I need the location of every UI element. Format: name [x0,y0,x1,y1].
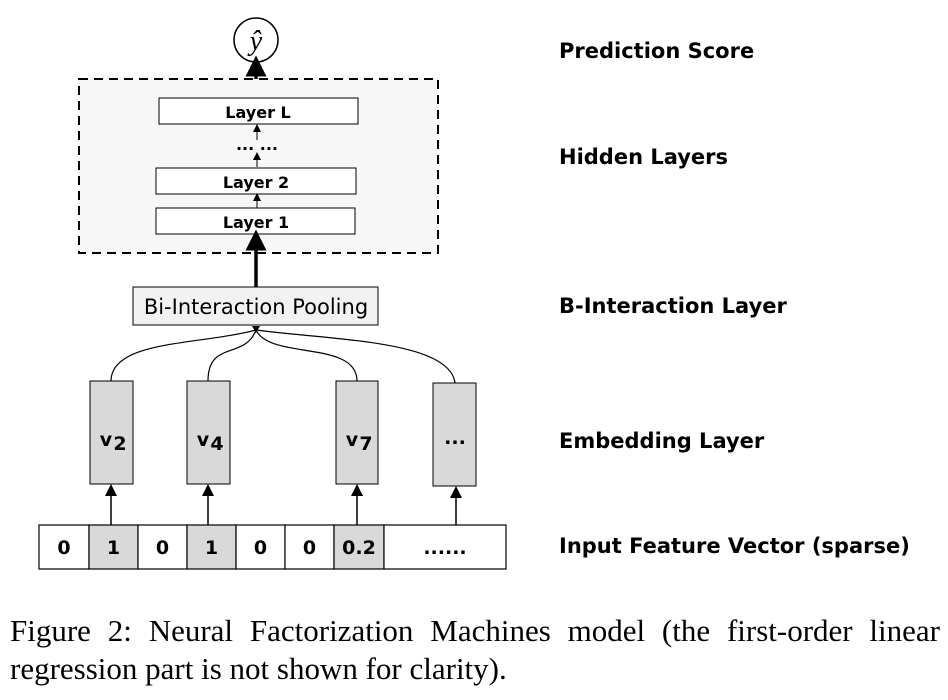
input-cell-value: ...... [423,537,466,559]
input-cell-box [38,524,90,570]
input-cell-box [137,524,188,570]
input-cell-value: 0 [156,537,169,559]
figure-caption: Figure 2: Neural Factorization Machines … [10,613,940,686]
input-cell: 1 [186,524,237,570]
input-cell: 0 [235,524,286,570]
input-cell-box [88,524,139,570]
embedding-v7-sub: 7 [359,433,372,455]
hidden-layer-1: Layer 1 [155,207,356,235]
hidden-layer-1-label: Layer 1 [223,213,289,232]
label-input-feature-vector: Input Feature Vector (sparse) [559,534,910,558]
input-cell-box [186,524,237,570]
interaction-curves [110,329,456,384]
hidden-layer-2: Layer 2 [155,167,357,195]
label-embedding-layer: Embedding Layer [559,429,765,453]
hidden-layer-l-label: Layer L [225,103,290,122]
bi-interaction-pooling-box: Bi-Interaction Pooling [132,286,379,326]
embedding-v2: v 2 [89,380,134,485]
embedding-ellipsis: ... [432,382,477,487]
nfm-diagram: ŷ Layer L ... ... Layer 2 Layer 1 Bi-Int… [38,17,910,570]
input-to-embedding-arrows [105,484,462,525]
input-cell-value: 1 [205,537,218,559]
curve-v2 [110,329,257,382]
input-cell-box [284,524,335,570]
embedding-v4-sub: 4 [210,433,223,455]
label-prediction-score: Prediction Score [559,39,754,63]
input-cell: ...... [383,524,507,570]
curve-junction-icon [252,326,260,333]
embedding-v7: v 7 [335,380,379,485]
hidden-layer-l: Layer L [158,97,359,125]
input-cell-value: 0 [57,537,70,559]
input-cell-box [383,524,507,570]
input-cell: 0 [38,524,90,570]
curve-ellipsis [255,329,456,384]
input-cell-box [333,524,385,570]
bi-interaction-pooling-label: Bi-Interaction Pooling [144,295,368,319]
embedding-v7-base: v [346,429,359,451]
curve-v4 [207,329,257,382]
input-cell-value: 1 [107,537,120,559]
input-cell: 0.2 [333,524,385,570]
input-feature-vector: 0 1 0 1 0 0 0.2...... [38,524,507,570]
prediction-node: ŷ [233,17,279,63]
hidden-layer-2-label: Layer 2 [223,173,289,192]
input-cell: 1 [88,524,139,570]
input-cell-box [235,524,286,570]
input-cell: 0 [284,524,335,570]
input-cell-value: 0.2 [342,537,376,559]
input-cell-value: 0 [254,537,267,559]
input-cell: 0 [137,524,188,570]
curve-v7 [255,329,358,382]
prediction-symbol: ŷ [247,26,263,57]
embedding-ellipsis-label: ... [444,427,466,449]
hidden-layer-ellipsis: ... ... [236,135,278,154]
embedding-v4-base: v [197,429,210,451]
embedding-v4: v 4 [186,380,231,485]
input-cell-value: 0 [303,537,316,559]
embedding-v2-base: v [100,429,113,451]
label-hidden-layers: Hidden Layers [559,145,728,169]
label-b-interaction-layer: B-Interaction Layer [559,294,788,318]
embedding-v2-sub: 2 [113,433,126,455]
